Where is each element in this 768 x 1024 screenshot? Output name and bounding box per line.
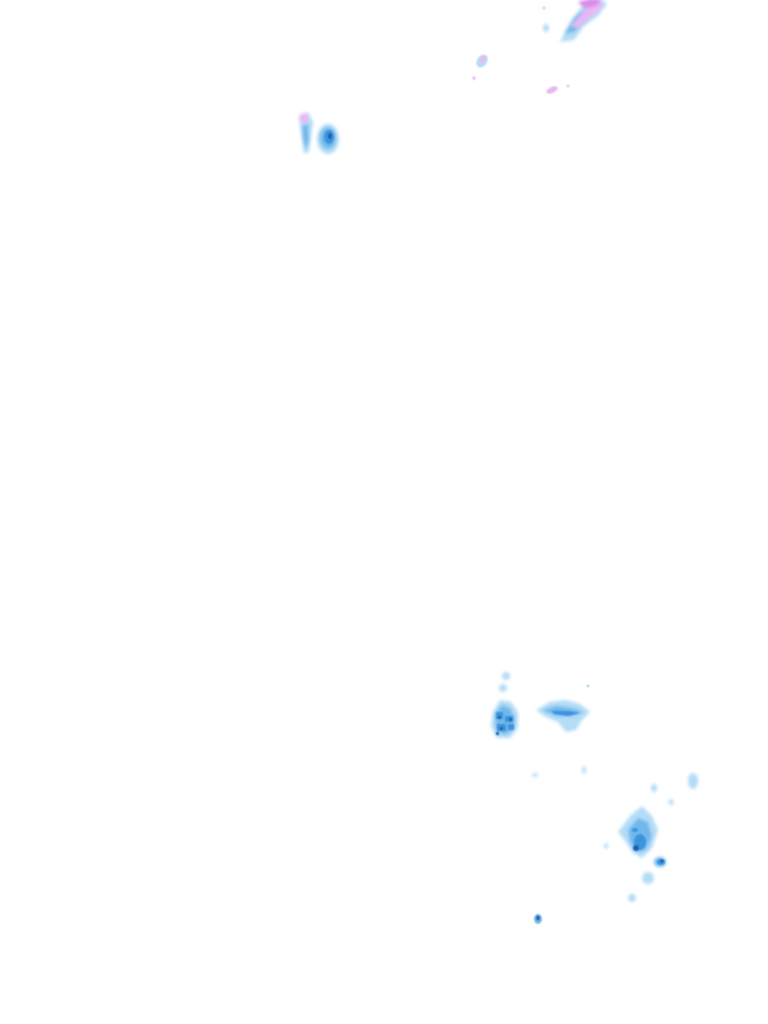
echo-blob	[566, 84, 570, 88]
echo-blob	[668, 799, 674, 805]
echo-blob	[299, 113, 309, 123]
echo-blob	[496, 732, 499, 735]
echo-blob	[571, 2, 604, 28]
echo-blob	[552, 711, 580, 716]
echo-blob	[532, 773, 538, 777]
echo-blob	[582, 766, 586, 774]
echo-blob	[604, 843, 608, 849]
echo-blob	[508, 724, 514, 730]
echo-blob	[660, 859, 664, 863]
echo-blob	[479, 55, 487, 63]
echo-cell-top-small-fragments	[472, 6, 570, 94]
echo-blob	[586, 684, 590, 688]
echo-cell-top-left-pair	[299, 112, 339, 154]
echo-blob	[328, 133, 332, 139]
echo-blob	[499, 684, 507, 692]
echo-blob	[633, 845, 639, 851]
echo-blob	[543, 24, 549, 32]
echo-cell-lower-right-cluster	[532, 766, 698, 902]
echo-blob	[502, 672, 510, 680]
echo-blob	[496, 712, 503, 719]
echo-blob	[578, 0, 602, 8]
echo-cell-bottom-speck	[534, 914, 542, 924]
echo-blob	[542, 6, 546, 10]
echo-blob	[500, 727, 503, 730]
echo-blob	[688, 773, 698, 789]
echo-blob	[509, 718, 512, 721]
echo-blob	[536, 915, 540, 921]
echo-blob	[628, 894, 636, 902]
echo-cell-lower-center-cluster	[491, 672, 518, 738]
echo-cell-lower-center-band	[536, 684, 590, 732]
echo-cell-top-right-streak	[543, 0, 607, 42]
echo-blob	[472, 76, 476, 80]
echo-blob	[302, 124, 309, 150]
echo-blob	[651, 784, 657, 792]
echo-blob	[498, 716, 501, 719]
echo-blob	[632, 828, 638, 832]
echo-blob	[642, 872, 654, 884]
echo-blob	[546, 86, 558, 94]
